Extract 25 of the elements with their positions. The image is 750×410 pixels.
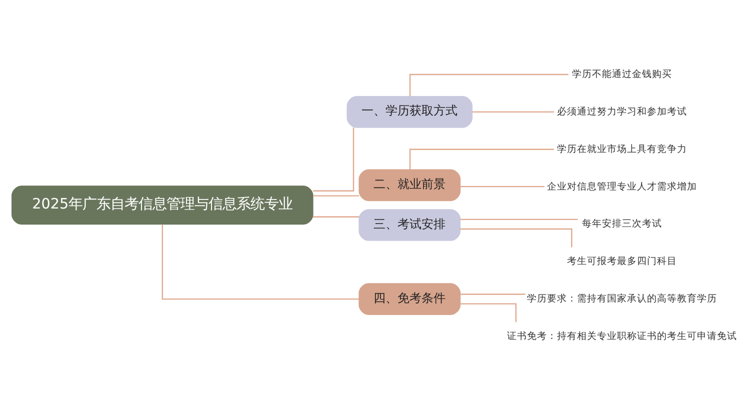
connector bbox=[472, 110, 554, 112]
connector bbox=[460, 302, 517, 322]
connector bbox=[313, 194, 360, 196]
node-box: 二、就业前景 bbox=[358, 168, 461, 201]
connector bbox=[312, 127, 354, 191]
node-box: 四、免考条件 bbox=[358, 282, 461, 314]
connector bbox=[460, 228, 572, 247]
node-box: 三、考试安排 bbox=[358, 208, 461, 240]
node-text: 考生可报考最多四门科目 bbox=[567, 256, 678, 267]
node-box: 2025年广东自考信息管理与信息系统专业 bbox=[12, 185, 314, 224]
node-text: 必须通过努力学习和参加考试 bbox=[557, 106, 688, 117]
node-text: 每年安排三次考试 bbox=[582, 218, 662, 230]
node-text: 学历要求：需持有国家承认的高等教育学历 bbox=[527, 293, 718, 304]
connector bbox=[460, 293, 526, 294]
node-text: 学历不能通过金钱购买 bbox=[572, 68, 672, 80]
node-box: 一、学历获取方式 bbox=[346, 96, 473, 128]
connector bbox=[460, 218, 578, 220]
connector bbox=[409, 73, 568, 96]
connector bbox=[409, 148, 554, 170]
node-text: 学历在就业市场上具有竞争力 bbox=[557, 143, 688, 154]
node-text: 企业对信息管理专业人才需求增加 bbox=[547, 180, 698, 192]
connector bbox=[313, 216, 360, 217]
connector bbox=[460, 186, 545, 187]
node-text: 证书免考：持有相关专业职称证书的考生可申请免试 bbox=[507, 330, 738, 342]
connector bbox=[162, 224, 359, 300]
